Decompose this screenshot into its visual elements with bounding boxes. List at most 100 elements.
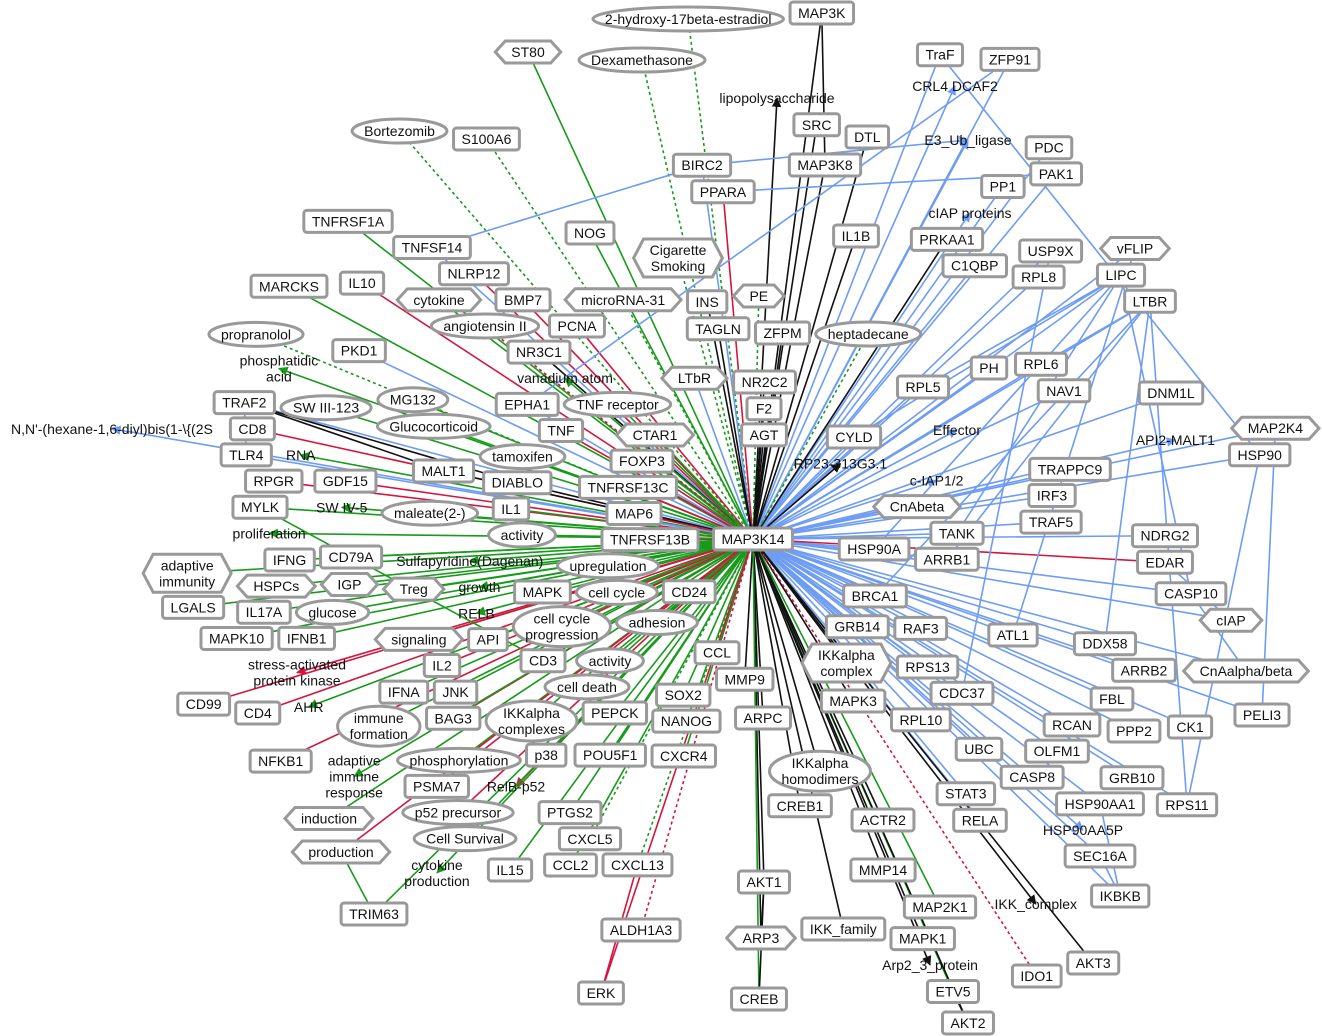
node-label[interactable]: MMP9 <box>725 671 766 687</box>
node-label[interactable]: CASP8 <box>1009 769 1055 785</box>
node-trim63-box[interactable] <box>339 901 409 927</box>
node-cigarette-smoking-hexagon[interactable] <box>631 237 725 279</box>
node-cdc37-box[interactable] <box>929 680 995 706</box>
node-heptadecane-ellipse[interactable] <box>814 320 923 348</box>
node-label[interactable]: RELB <box>458 605 495 621</box>
node-igp-hexagon[interactable] <box>319 571 380 597</box>
node-ifna-box[interactable] <box>378 679 430 705</box>
node-label[interactable]: PAK1 <box>1039 166 1074 182</box>
node-hspcs-hexagon[interactable] <box>235 573 318 599</box>
node-akt1-box[interactable] <box>736 869 792 895</box>
node-traf5-box[interactable] <box>1019 509 1083 535</box>
node-label[interactable]: MAPK10 <box>209 630 264 646</box>
node-hsp90aa1-box[interactable] <box>1055 791 1145 817</box>
node-label[interactable]: LIPC <box>1105 267 1136 283</box>
node-fbl-box[interactable] <box>1089 686 1135 712</box>
node-nav1-box[interactable] <box>1036 378 1092 404</box>
node-label[interactable]: TANK <box>939 525 976 541</box>
node-birc2-box[interactable] <box>671 152 733 178</box>
node-p38-box[interactable] <box>525 742 568 768</box>
node-label[interactable]: TNFRSF13C <box>588 479 669 495</box>
node-label[interactable]: INS <box>696 294 719 310</box>
node-ppp2-box[interactable] <box>1106 718 1162 744</box>
node-label[interactable]: MG132 <box>390 392 436 408</box>
node-label[interactable]: activity <box>589 653 632 669</box>
node-label[interactable]: IKK_family <box>810 921 877 937</box>
node-label[interactable]: lipopolysaccharide <box>719 90 834 106</box>
node-marcks-box[interactable] <box>249 273 329 299</box>
node-label[interactable]: PTGS2 <box>547 805 593 821</box>
node-label[interactable]: S100A6 <box>462 131 512 147</box>
node-label[interactable]: PKD1 <box>341 343 378 359</box>
node-label[interactable]: proliferation <box>233 525 306 541</box>
node-label[interactable]: Cell Survival <box>426 831 504 847</box>
node-nr3c1-box[interactable] <box>506 339 572 365</box>
node-dtl-box[interactable] <box>844 124 891 150</box>
node-arp3-hexagon[interactable] <box>724 925 798 951</box>
node-actr2-box[interactable] <box>850 807 916 833</box>
node-label[interactable]: ARP3 <box>743 930 780 946</box>
node-label[interactable]: TRIM63 <box>349 906 399 922</box>
node-il10-box[interactable] <box>338 270 386 296</box>
node-zfpm-box[interactable] <box>754 320 812 346</box>
node-label[interactable]: PP1 <box>990 179 1017 195</box>
node-ciap-hexagon[interactable] <box>1198 607 1264 633</box>
node-ctar1-hexagon[interactable] <box>614 422 696 448</box>
node-label[interactable]: E3_Ub_ligase <box>924 132 1011 148</box>
node-label[interactable]: PCNA <box>558 318 598 334</box>
node-rela-box[interactable] <box>952 807 1008 833</box>
node-label[interactable]: SOX2 <box>665 687 703 703</box>
node-label[interactable]: p52 precursor <box>415 805 502 821</box>
node-jnk-box[interactable] <box>432 679 479 705</box>
node-olfm1-box[interactable] <box>1024 738 1090 764</box>
node-cell-cycle-progression-ellipse[interactable] <box>511 605 612 649</box>
node-agt-box[interactable] <box>740 422 788 448</box>
node-label[interactable]: TAGLN <box>695 321 741 337</box>
node-label[interactable]: cIAP <box>1216 612 1246 628</box>
node-label[interactable]: microRNA-31 <box>581 292 665 308</box>
node-map3k14-box[interactable] <box>711 526 795 552</box>
node-label[interactable]: RP23-313G3.1 <box>794 456 888 472</box>
node-sw-iii-123-ellipse[interactable] <box>279 394 373 422</box>
node-tnfsf14-box[interactable] <box>392 235 472 261</box>
node-map2k4-hexagon[interactable] <box>1229 415 1322 441</box>
node-label[interactable]: heptadecane <box>828 326 909 342</box>
node-label[interactable]: PRKAA1 <box>919 231 974 247</box>
node-label[interactable]: production <box>308 844 373 860</box>
node-erk-box[interactable] <box>577 980 625 1006</box>
node-label[interactable]: CnAalpha/beta <box>1200 663 1293 679</box>
node-map6-box[interactable] <box>605 500 663 526</box>
node-label[interactable]: IFNA <box>388 684 421 700</box>
node-label[interactable]: MALT1 <box>421 463 465 479</box>
node-label[interactable]: Dexamethasone <box>591 52 693 68</box>
node-microrna-31-hexagon[interactable] <box>563 287 684 313</box>
node-glucose-ellipse[interactable] <box>294 598 371 626</box>
node-label[interactable]: ZFPM <box>764 325 802 341</box>
node-activity-ellipse[interactable] <box>575 647 645 675</box>
node-label[interactable]: POU5F1 <box>583 747 638 763</box>
node-ikbkb-box[interactable] <box>1090 883 1151 909</box>
node-il1-box[interactable] <box>491 496 531 522</box>
node-label[interactable]: PSMA7 <box>413 778 461 794</box>
node-label[interactable]: RELA <box>962 812 999 828</box>
node-label[interactable]: UBC <box>964 741 994 757</box>
node-foxp3-box[interactable] <box>609 448 675 474</box>
node-usp9x-box[interactable] <box>1018 238 1084 264</box>
node-traf-box[interactable] <box>915 42 965 68</box>
node-label[interactable]: NDRG2 <box>1140 528 1189 544</box>
node-label[interactable]: PDC <box>1034 140 1064 156</box>
node-label[interactable]: signaling <box>391 631 446 647</box>
node-ck1-box[interactable] <box>1166 714 1214 740</box>
node-cell-survival-ellipse[interactable] <box>412 825 518 853</box>
node-label[interactable]: DNM1L <box>1147 385 1195 401</box>
node-label[interactable]: phosphorylation <box>410 752 509 768</box>
node-cell-cycle-ellipse[interactable] <box>574 578 659 606</box>
node-label[interactable]: PPARA <box>700 184 747 200</box>
node-adaptive-immunity-hexagon[interactable] <box>141 552 233 594</box>
node-label[interactable]: N,N'-(hexane-1,6-diyl)bis(1-\{(2S <box>11 421 213 437</box>
node-label[interactable]: MAP2K4 <box>1248 420 1303 436</box>
node-label[interactable]: ARRB2 <box>1121 662 1168 678</box>
node-cnabeta-hexagon[interactable] <box>871 494 963 520</box>
node-label[interactable]: CREB <box>740 991 779 1007</box>
